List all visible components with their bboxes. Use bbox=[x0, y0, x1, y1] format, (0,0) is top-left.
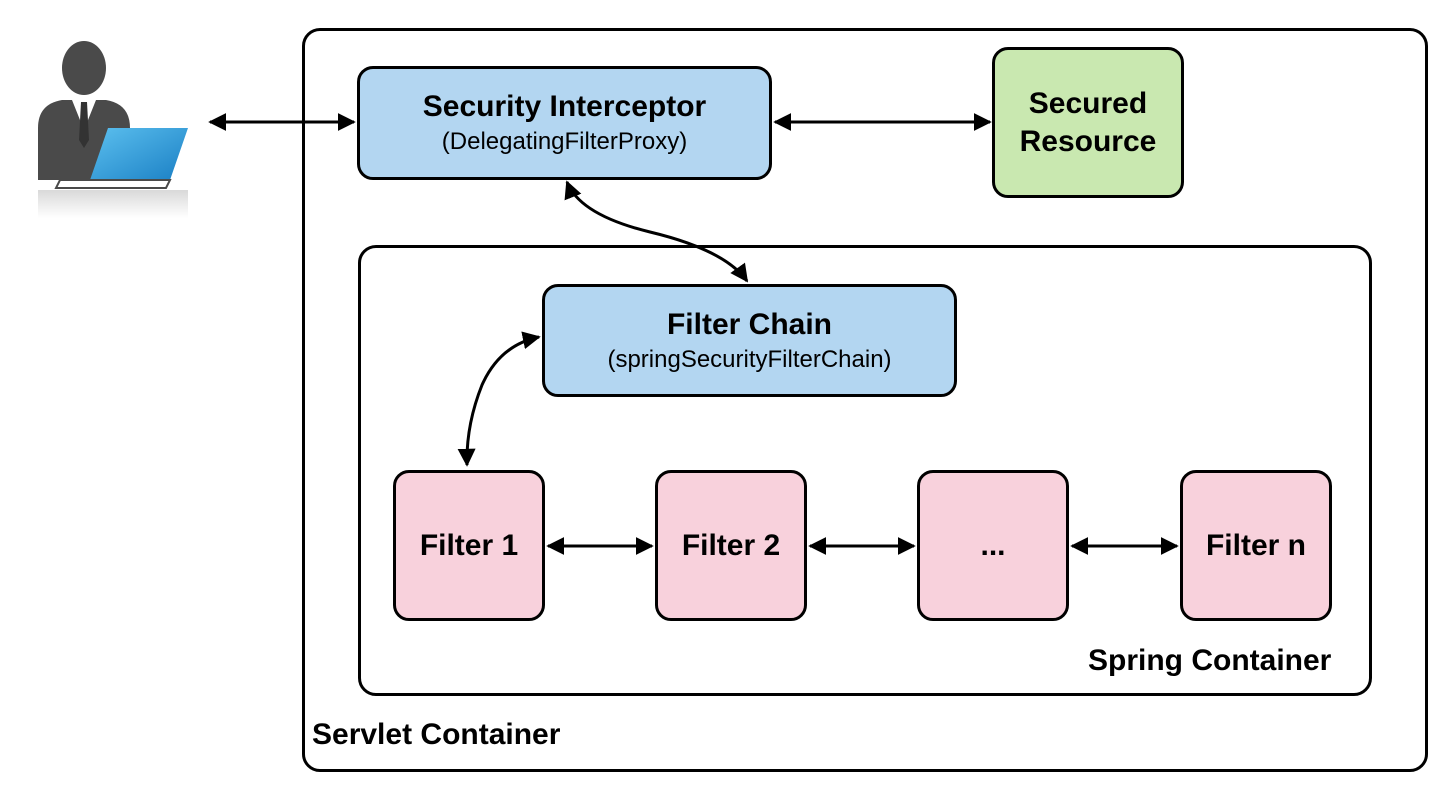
security-interceptor-box: Security Interceptor (DelegatingFilterPr… bbox=[357, 66, 772, 180]
filter-box-ellipsis: ... bbox=[917, 470, 1069, 621]
filter-chain-subtitle: (springSecurityFilterChain) bbox=[607, 345, 892, 373]
filter-label: ... bbox=[980, 528, 1006, 562]
spring-container-label: Spring Container bbox=[1088, 644, 1332, 677]
security-interceptor-title: Security Interceptor bbox=[422, 90, 707, 123]
arrow-filterchain-filter1 bbox=[457, 331, 541, 467]
filter-chain-box: Filter Chain (springSecurityFilterChain) bbox=[542, 284, 957, 397]
filter-label: Filter n bbox=[1205, 528, 1306, 562]
security-interceptor-subtitle: (DelegatingFilterProxy) bbox=[441, 128, 688, 155]
filter-box-1: Filter 1 bbox=[393, 470, 545, 621]
servlet-container-label: Servlet Container bbox=[312, 718, 561, 751]
arrow-interceptor-filterchain bbox=[564, 180, 749, 283]
secured-resource-line1: Secured bbox=[1028, 86, 1148, 120]
filter-label: Filter 1 bbox=[419, 528, 519, 562]
filter-label: Filter 2 bbox=[681, 528, 781, 562]
filter-box-2: Filter 2 bbox=[655, 470, 807, 621]
secured-resource-line2: Resource bbox=[1019, 124, 1157, 158]
filter-chain-title: Filter Chain bbox=[666, 307, 832, 341]
servlet-container bbox=[302, 28, 1428, 772]
secured-resource-box: Secured Resource bbox=[992, 47, 1184, 198]
filter-box-n: Filter n bbox=[1180, 470, 1332, 621]
user-with-laptop-icon bbox=[20, 30, 208, 218]
spring-container bbox=[358, 245, 1372, 696]
